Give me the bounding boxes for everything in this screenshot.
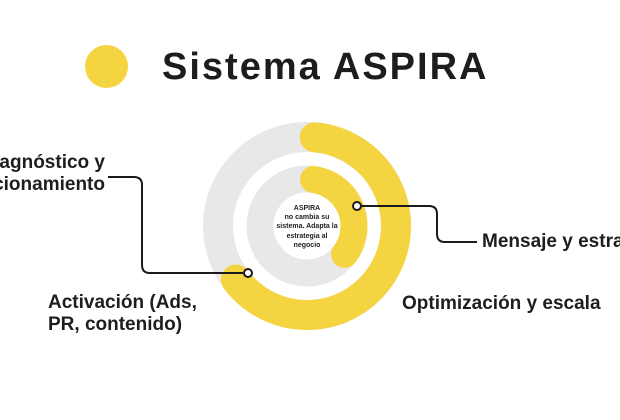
connector-left [108,176,243,274]
donut-center-text: ASPIRA no cambia su sistema. Adapta la e… [276,204,338,249]
label-activacion: Activación (Ads, PR, contenido) [48,292,197,335]
marker-dot-right [352,201,362,211]
page-title: Sistema ASPIRA [162,46,489,88]
label-optimizacion: Optimización y escala [402,293,601,314]
marker-dot-left [243,268,253,278]
connector-right [362,205,477,243]
title-bullet-icon [85,45,128,88]
inner-arc [300,165,368,268]
label-mensaje: Mensaje y estrategia [482,231,620,252]
outer-arc [220,122,411,330]
label-diagnostico: Diagnóstico y posicionamiento [0,152,105,195]
